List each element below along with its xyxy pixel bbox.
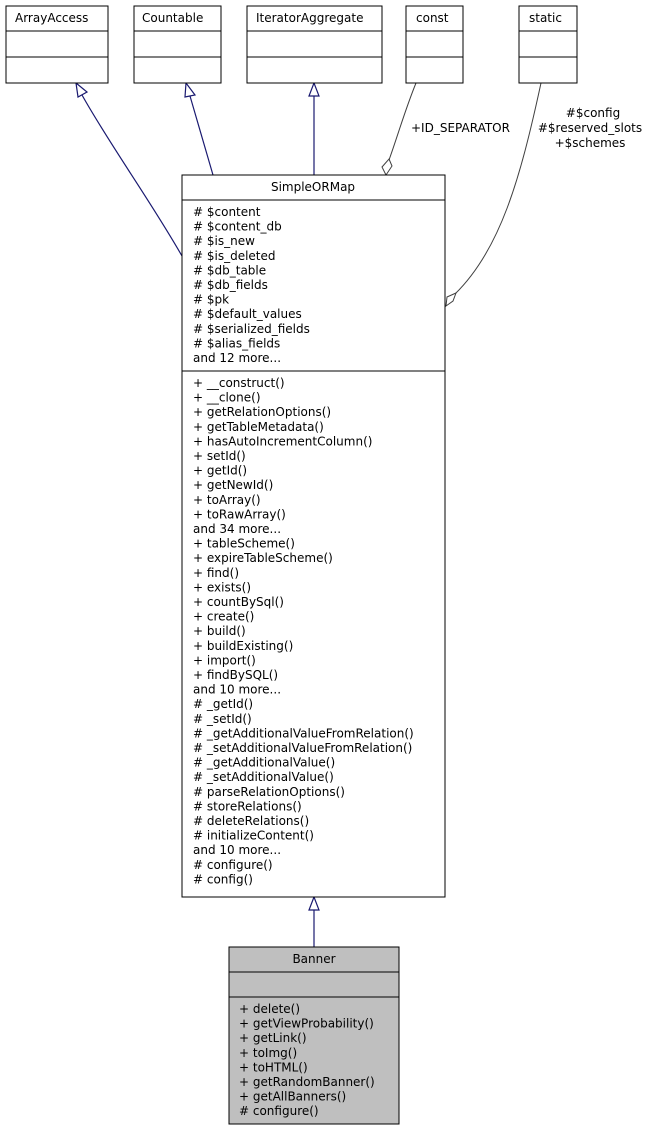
member-line: # deleteRelations(): [193, 814, 309, 828]
class-box-banner[interactable]: Banner + delete()+ getViewProbability()+…: [228, 946, 400, 1125]
member-line: # storeRelations(): [193, 799, 302, 813]
member-line: + toHTML(): [239, 1060, 308, 1074]
member-line: + create(): [193, 610, 254, 624]
method-list: + delete()+ getViewProbability()+ getLin…: [239, 1002, 375, 1118]
member-line: + getViewProbability(): [239, 1017, 374, 1031]
edge-labels: +ID_SEPARATOR #$config #$reserved_slots …: [411, 106, 642, 150]
member-line: + countBySql(): [193, 595, 284, 609]
member-line: # _setAdditionalValue(): [193, 770, 334, 784]
member-line: # configure(): [193, 858, 273, 872]
member-line: and 12 more...: [193, 351, 281, 365]
inheritance-arrowhead-arrayaccess: [75, 81, 89, 98]
class-name: Countable: [142, 11, 203, 25]
edge-label-reserved-slots: #$reserved_slots: [538, 121, 642, 135]
member-line: + __clone(): [193, 391, 261, 405]
member-line: + getId(): [193, 464, 247, 478]
member-line: + exists(): [193, 580, 251, 594]
class-box-simpleormap[interactable]: SimpleORMap # $content# $content_db# $is…: [181, 174, 446, 898]
aggregation-diamond-static: [445, 292, 457, 308]
member-line: + getLink(): [239, 1031, 307, 1045]
inheritance-arrowhead-banner: [308, 895, 320, 911]
edge-label-id-separator: +ID_SEPARATOR: [411, 121, 510, 135]
class-name: IteratorAggregate: [256, 11, 363, 25]
member-line: # _setId(): [193, 712, 252, 726]
member-line: + getRandomBanner(): [239, 1075, 375, 1089]
member-line: + getNewId(): [193, 478, 273, 492]
class-name: static: [529, 11, 562, 25]
member-line: # $pk: [193, 293, 229, 307]
member-line: + getTableMetadata(): [193, 420, 324, 434]
method-list: + __construct()+ __clone()+ getRelationO…: [193, 376, 414, 886]
member-line: # $db_table: [193, 263, 266, 277]
member-line: + hasAutoIncrementColumn(): [193, 434, 372, 448]
class-box-iteratoraggregate[interactable]: IteratorAggregate: [246, 5, 383, 84]
member-line: + find(): [193, 566, 239, 580]
member-line: # _getId(): [193, 697, 253, 711]
class-name: SimpleORMap: [271, 180, 355, 194]
member-line: + __construct(): [193, 376, 285, 390]
edges: [75, 81, 542, 947]
attribute-list: # $content# $content_db# $is_new# $is_de…: [193, 205, 310, 365]
member-line: # $content_db: [193, 220, 282, 234]
class-box-countable[interactable]: Countable: [133, 5, 222, 84]
member-line: + import(): [193, 653, 256, 667]
inheritance-arrowhead-iteratoraggregate: [308, 81, 320, 97]
member-line: # _getAdditionalValueFromRelation(): [193, 726, 414, 740]
member-line: + delete(): [239, 1002, 300, 1016]
member-line: and 34 more...: [193, 522, 281, 536]
class-box-static[interactable]: static: [518, 5, 578, 84]
member-line: + build(): [193, 624, 246, 638]
inheritance-edge-countable: [189, 95, 214, 176]
member-line: + toArray(): [193, 493, 261, 507]
member-line: # $serialized_fields: [193, 322, 310, 336]
member-line: # _getAdditionalValue(): [193, 756, 335, 770]
member-line: + toImg(): [239, 1046, 297, 1060]
member-line: # $is_new: [193, 234, 255, 248]
class-name: Banner: [292, 952, 335, 966]
usage-edge-static: [454, 82, 542, 295]
inheritance-arrowhead-countable: [184, 81, 197, 98]
class-box-arrayaccess[interactable]: ArrayAccess: [5, 5, 109, 84]
member-line: # parseRelationOptions(): [193, 785, 345, 799]
member-line: + expireTableScheme(): [193, 551, 333, 565]
member-line: + getAllBanners(): [239, 1090, 346, 1104]
member-line: # configure(): [239, 1104, 319, 1118]
member-line: # $alias_fields: [193, 336, 280, 350]
member-line: + toRawArray(): [193, 507, 286, 521]
member-line: # $db_fields: [193, 278, 268, 292]
member-line: + setId(): [193, 449, 246, 463]
edge-label-config: #$config: [566, 106, 620, 120]
class-name: const: [416, 11, 449, 25]
edge-label-schemes: +$schemes: [555, 136, 626, 150]
member-line: + tableScheme(): [193, 537, 295, 551]
member-line: and 10 more...: [193, 683, 281, 697]
aggregation-diamond-const: [381, 158, 393, 176]
member-line: # initializeContent(): [193, 829, 314, 843]
member-line: # $default_values: [193, 307, 302, 321]
member-line: # $content: [193, 205, 261, 219]
class-name: ArrayAccess: [15, 11, 88, 25]
member-line: + buildExisting(): [193, 639, 293, 653]
member-line: # $is_deleted: [193, 249, 276, 263]
member-line: + getRelationOptions(): [193, 405, 331, 419]
member-line: # _setAdditionalValueFromRelation(): [193, 741, 412, 755]
inheritance-edge-arrayaccess: [81, 94, 183, 257]
member-line: # config(): [193, 872, 253, 886]
member-line: and 10 more...: [193, 843, 281, 857]
class-box-const[interactable]: const: [405, 5, 464, 84]
member-line: + findBySQL(): [193, 668, 278, 682]
usage-edge-const: [388, 82, 417, 161]
